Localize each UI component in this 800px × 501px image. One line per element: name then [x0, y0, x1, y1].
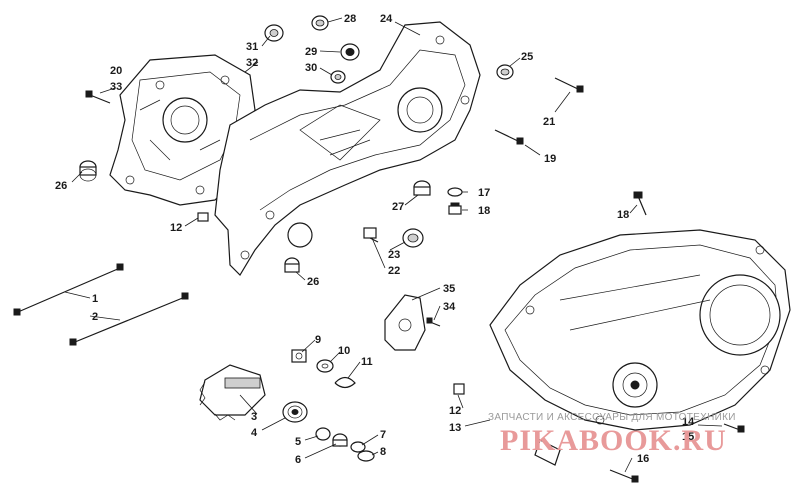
callout-8: 8 — [380, 446, 386, 458]
stud-2 — [69, 292, 189, 346]
callout-23: 23 — [388, 249, 400, 261]
bolt-22 — [363, 227, 379, 243]
callout-35: 35 — [443, 283, 455, 295]
callout-10: 10 — [338, 345, 350, 357]
callout-labels: 20 33 32 31 28 29 30 24 25 21 19 26 12 2… — [55, 13, 695, 466]
washer-7 — [350, 441, 366, 453]
screw-34 — [426, 317, 441, 327]
bolt-16 — [609, 469, 639, 483]
bolt-19 — [494, 129, 524, 145]
seal-23 — [402, 228, 424, 248]
plug-18 — [448, 202, 462, 215]
nut-9 — [291, 349, 307, 363]
callout-12-bottom: 12 — [449, 405, 461, 417]
callout-19: 19 — [544, 153, 556, 165]
bolt-20 — [85, 90, 111, 104]
bushing-27 — [413, 180, 431, 196]
callout-17: 17 — [478, 187, 490, 199]
callout-12-left: 12 — [170, 222, 182, 234]
callout-32: 32 — [246, 57, 258, 69]
left-crankcase-half — [109, 54, 256, 206]
clip-8 — [357, 450, 375, 462]
callout-33: 33 — [110, 81, 122, 93]
callout-16: 16 — [637, 453, 649, 465]
callout-4: 4 — [251, 427, 258, 439]
right-crankcase-half — [214, 21, 481, 276]
pin-12-left — [197, 212, 209, 222]
callout-22: 22 — [388, 265, 400, 277]
bearing-28 — [311, 15, 329, 31]
bolt-18-right — [633, 191, 647, 216]
bolt-14 — [723, 423, 745, 433]
washer-10 — [316, 359, 334, 373]
callout-26-right: 26 — [307, 276, 319, 288]
stud-1 — [13, 263, 124, 316]
callout-11: 11 — [361, 356, 373, 368]
bolt-21 — [554, 77, 584, 93]
callout-14: 14 — [682, 416, 695, 428]
callout-3: 3 — [251, 411, 257, 423]
callout-9: 9 — [315, 334, 321, 346]
bushing-6 — [332, 433, 348, 447]
transmission-cover — [489, 229, 791, 466]
bearing-25 — [496, 64, 514, 80]
callout-28: 28 — [344, 13, 356, 25]
kickstart-gear-3 — [199, 364, 266, 421]
washer-17 — [447, 187, 463, 197]
callout-5: 5 — [295, 436, 301, 448]
plate-35 — [384, 294, 426, 351]
leader-lines — [64, 17, 723, 473]
callout-26-left: 26 — [55, 180, 67, 192]
bushing-26-right — [284, 257, 300, 273]
callout-15: 15 — [682, 431, 694, 443]
callout-21: 21 — [543, 116, 555, 128]
callout-1: 1 — [92, 293, 98, 305]
callout-27: 27 — [392, 201, 404, 213]
callout-25: 25 — [521, 51, 533, 63]
callout-31: 31 — [246, 41, 258, 53]
bearing-29 — [340, 43, 360, 61]
callout-7: 7 — [380, 429, 386, 441]
callout-18: 18 — [478, 205, 490, 217]
pin-12-bottom — [453, 383, 465, 395]
callout-20: 20 — [110, 65, 122, 77]
callout-6: 6 — [295, 454, 301, 466]
callout-29: 29 — [305, 46, 317, 58]
callout-34: 34 — [443, 301, 456, 313]
seal-30 — [330, 70, 346, 84]
callout-18-right: 18 — [617, 209, 629, 221]
callout-13: 13 — [449, 422, 461, 434]
clip-11 — [334, 376, 356, 389]
spring-4 — [282, 401, 308, 423]
washer-5 — [315, 427, 331, 441]
callout-30: 30 — [305, 62, 317, 74]
callout-24: 24 — [380, 13, 393, 25]
callout-2: 2 — [92, 311, 98, 323]
bushing-26-left — [79, 160, 97, 182]
